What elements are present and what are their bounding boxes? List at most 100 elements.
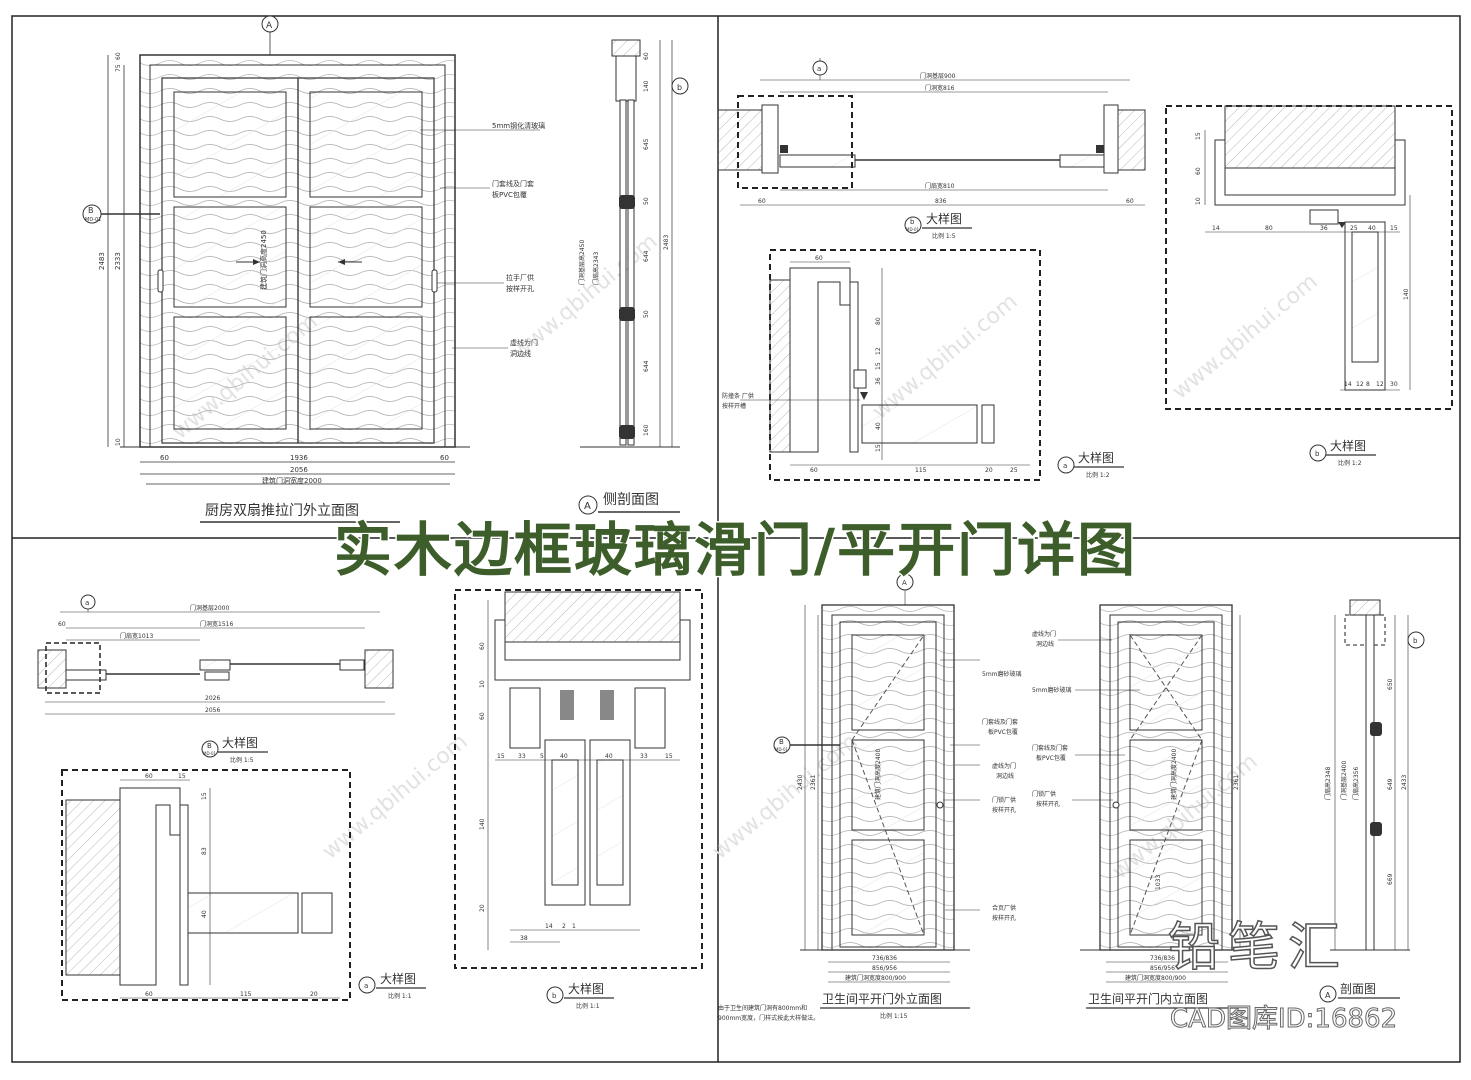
p5-dim-12: 12 — [875, 347, 882, 355]
p2-dim-644a: 644 — [643, 250, 650, 262]
p10-note-dash-2: 洞边线 — [1036, 640, 1054, 648]
panel11-title: 剖面图 — [1340, 982, 1376, 996]
p3-tag-sub: MD-01 — [906, 227, 920, 232]
p9-footnote-1: 由于卫生间建筑门洞有800mm和 — [718, 1004, 807, 1012]
p4-dim-14: 14 — [1212, 225, 1220, 232]
panel9-scale: 比例 1:15 — [880, 1012, 908, 1020]
p5-dim-20: 20 — [985, 467, 993, 474]
panel9-title: 卫生间平开门外立面图 — [822, 991, 942, 1006]
p9-note-frame-1: 门套线及门套 — [982, 718, 1018, 726]
p6-tag-a-icon — [80, 594, 96, 610]
p9-note-glass: 5mm磨砂玻璃 — [982, 670, 1022, 678]
dim-60-right: 60 — [440, 454, 449, 462]
p6-tag-a: a — [85, 599, 89, 607]
p9-note-dash-2: 洞边线 — [996, 772, 1014, 780]
p2-tag-b: b — [677, 83, 682, 92]
p10-dim-736: 736/836 — [1150, 955, 1175, 962]
p5-dim-15b: 15 — [875, 444, 882, 452]
p11-tag: A — [1325, 991, 1331, 1000]
p8-dim-20: 20 — [479, 904, 486, 912]
p9-dim-736: 736/836 — [872, 955, 897, 962]
watermark-site-5: www.qbihui.com — [318, 729, 473, 864]
p5-dim-115: 115 — [915, 467, 927, 474]
p6-dim-60: 60 — [58, 621, 66, 628]
p5-dim-40: 40 — [875, 422, 882, 430]
left-handle-icon — [157, 269, 164, 293]
p6-dim-2026: 2026 — [205, 695, 220, 702]
p2-v-2483: 2483 — [663, 235, 670, 250]
p2-dim-645: 645 — [643, 138, 650, 150]
p11-v3: 门扇高2348 — [1324, 767, 1332, 800]
p5-dim-60: 60 — [810, 467, 818, 474]
p4-dim-15v: 15 — [1195, 132, 1202, 140]
dim-60-v: 60 — [115, 52, 122, 60]
p2-v-2343: 门扇高2343 — [592, 252, 600, 285]
p3-dim-900: 门洞基层900 — [920, 72, 956, 80]
dim-10: 10 — [115, 438, 122, 446]
dim-1936: 1936 — [290, 454, 308, 462]
p7-dim-83: 83 — [201, 847, 208, 855]
panel7-scale: 比例 1:1 — [388, 992, 412, 1000]
p10-note-glass: 5mm磨砂玻璃 — [1032, 686, 1072, 694]
p9-tag-b-sub: MD-01 — [775, 747, 789, 752]
p4-dim-8: 8 — [1366, 381, 1370, 388]
p7-dim-20: 20 — [310, 991, 318, 998]
p4-tag: b — [1315, 450, 1320, 458]
p10-note-lock-1: 门锁厂供 — [1032, 790, 1056, 798]
p7-dim-60b: 60 — [145, 991, 153, 998]
tag-b-sub: MD-01 — [85, 217, 101, 223]
p4-dim-14b: 14 — [1344, 381, 1352, 388]
p10-note-lock-2: 按样开孔 — [1036, 800, 1060, 808]
dim-2000: 建筑门洞宽度2000 — [262, 476, 322, 485]
panel5-scale: 比例 1:2 — [1086, 471, 1110, 479]
p4-dim-12a: 12 — [1356, 381, 1364, 388]
p9-note-dash-1: 虚线为门 — [992, 762, 1016, 770]
note-glass: 5mm钢化清玻璃 — [492, 121, 545, 130]
panel-side-section: 60 140 645 50 644 50 644 160 2483 门洞基层高2… — [578, 39, 689, 515]
p11-v1: 门洞基层2400 — [1340, 761, 1348, 800]
note-frame-2: 板PVC包覆 — [492, 190, 527, 199]
p6-dim-2056: 2056 — [205, 707, 220, 714]
p8-dim-15b: 15 — [665, 753, 673, 760]
p8-tag: b — [552, 992, 557, 1000]
p5-dim-60top: 60 — [815, 255, 823, 262]
p9-dim-856: 856/956 — [872, 965, 897, 972]
p10-dim-2361: 2361 — [1233, 775, 1240, 790]
p8-dim-15a: 15 — [497, 753, 505, 760]
p7-dim-40: 40 — [201, 910, 208, 918]
p2-tag: A — [584, 501, 591, 512]
p8-dim-60: 60 — [479, 642, 486, 650]
p8-dim-33a: 33 — [518, 753, 526, 760]
p9-note-frame-2: 板PVC包覆 — [988, 728, 1018, 736]
dim-2056: 2056 — [290, 466, 308, 474]
p5-tag-icon — [1057, 456, 1075, 474]
p8-dim-1: 1 — [572, 923, 576, 930]
p4-dim-30: 30 — [1390, 381, 1398, 388]
panel-detail-b-1-1: 60 10 60 140 20 15 33 5 40 40 33 15 38 1… — [454, 589, 703, 1010]
panel-bathroom-exterior: 736/836 856/956 建筑门洞宽度800/900 2430 2361 … — [718, 573, 1022, 1022]
p8-tag-icon — [546, 986, 564, 1004]
p9-tag-a: A — [902, 579, 907, 587]
inner-height: 建筑门洞高度2450 — [259, 230, 268, 290]
panel10-title: 卫生间平开门内立面图 — [1088, 991, 1208, 1006]
p4-dim-80: 80 — [1265, 225, 1273, 232]
p9-note-hinge-2: 按样开孔 — [992, 914, 1016, 922]
panel-detail-a-1-2: 60 60 115 20 25 80 12 15 36 40 15 防撞条 厂供… — [722, 249, 1124, 481]
p8-dim-33b: 33 — [640, 753, 648, 760]
watermark-logo: 铅笔汇 — [1167, 917, 1349, 979]
p4-dim-12b: 12 — [1376, 381, 1384, 388]
p3-dim-836: 836 — [935, 198, 947, 205]
p11-dim-650: 650 — [1387, 678, 1394, 690]
p9-dim-door: 建筑门洞宽度800/900 — [845, 974, 906, 982]
p4-dim-36: 36 — [1320, 225, 1328, 232]
note-handle-2: 按样开孔 — [506, 284, 534, 293]
p8-dim-5: 5 — [540, 753, 544, 760]
p4-dim-15: 15 — [1390, 225, 1398, 232]
p9-footnote-2: 900mm宽度，门样式按此大样做法。 — [718, 1014, 819, 1022]
panel4-title: 大样图 — [1330, 438, 1366, 453]
banner-title: 实木边框玻璃滑门/平开门详图 — [332, 515, 1138, 586]
p11-tag-b: b — [1413, 637, 1418, 645]
p9-dim-2361: 2361 — [810, 775, 817, 790]
p4-dim-10v: 10 — [1195, 197, 1202, 205]
p10-dim-door: 建筑门洞宽度800/900 — [1125, 974, 1186, 982]
